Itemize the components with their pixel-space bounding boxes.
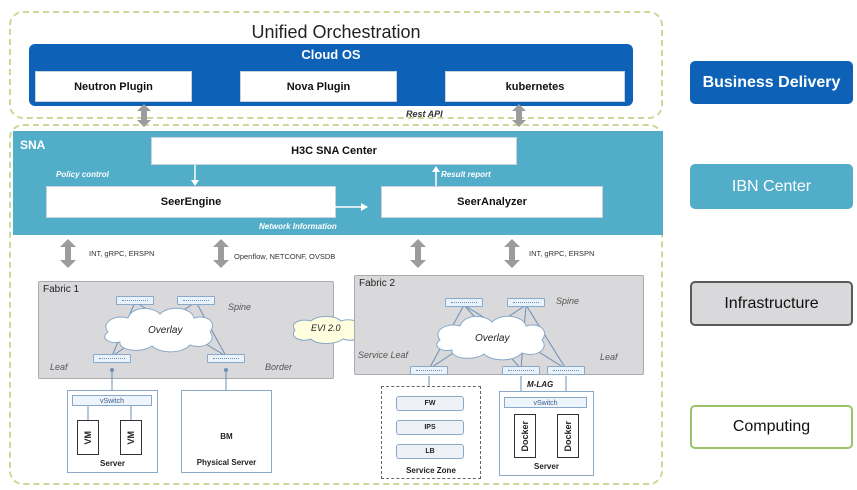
network-information-label: Network Information	[259, 222, 337, 231]
policy-arrow-head	[191, 180, 199, 186]
layer-business-delivery: Business Delivery	[690, 61, 853, 104]
nova-plugin-box: Nova Plugin	[240, 71, 397, 102]
layer-infrastructure: Infrastructure	[690, 281, 853, 326]
fabric1-spine-switch-1	[116, 296, 154, 305]
sna-flow-arrows	[191, 165, 440, 211]
kubernetes-box: kubernetes	[445, 71, 625, 102]
fabric2-spine-label: Spine	[556, 296, 580, 306]
fabric1-leaf-label: Leaf	[50, 362, 68, 372]
fabric2-leaf-label: Leaf	[600, 352, 618, 362]
server1-links	[87, 406, 132, 420]
layer-ibn-center: IBN Center	[690, 164, 853, 209]
mlag-label: M-LAG	[527, 380, 554, 389]
fabric2-topology	[428, 304, 567, 392]
seer-analyzer-box: SeerAnalyzer	[381, 186, 603, 218]
service-zone-lb: LB	[396, 444, 464, 459]
rest-arrow-left	[137, 104, 151, 127]
h3c-sna-center-box: H3C SNA Center	[151, 137, 517, 165]
server1-vm-2: VM	[120, 420, 142, 455]
server2-docker-2: Docker	[557, 414, 579, 458]
fabric1-leaf-switch	[93, 354, 131, 363]
neutron-plugin-box: Neutron Plugin	[35, 71, 192, 102]
fabric2-overlay-cloud	[436, 315, 546, 361]
fabric2-service-leaf-label: Service Leaf	[358, 350, 409, 360]
server2-vswitch: vSwitch	[504, 397, 587, 408]
fabric2-leaf-switch-1	[502, 366, 540, 375]
rest-arrow-right	[512, 104, 526, 127]
fabric1-overlay-label: Overlay	[148, 325, 183, 336]
service-zone-fw: FW	[396, 396, 464, 411]
server2-label: Server	[534, 462, 559, 471]
fabric2-title: Fabric 2	[359, 278, 396, 289]
result-report-label: Result report	[441, 170, 491, 179]
evi-label: EVI 2.0	[311, 323, 341, 333]
policy-control-label: Policy control	[56, 170, 109, 179]
protocol-label-right: INT, gRPC, ERSPN	[529, 249, 595, 258]
server2-docker-1: Docker	[514, 414, 536, 458]
proto-arrow-2	[213, 239, 229, 268]
bm-box	[181, 390, 272, 473]
server1-vswitch: vSwitch	[72, 395, 152, 406]
network-arrow-head	[361, 203, 368, 211]
seer-engine-box: SeerEngine	[46, 186, 336, 218]
protocol-label-left: INT, gRPC, ERSPN	[89, 249, 155, 258]
sna-frame	[9, 124, 663, 485]
fabric1-border-label: Border	[265, 362, 293, 372]
cloud-os-label: Cloud OS	[301, 47, 361, 62]
fabric2-leaf-switch-2	[547, 366, 585, 375]
fabric2-spine-switch-1	[445, 298, 483, 307]
fabric1-overlay-cloud	[104, 307, 214, 353]
service-zone-label: Service Zone	[406, 466, 456, 475]
fabric1-topology	[104, 301, 228, 398]
fabric1-spine-switch-2	[177, 296, 215, 305]
proto-arrow-3	[410, 239, 426, 268]
bm-label: Physical Server	[196, 458, 257, 467]
protocol-label-middle: Openflow, NETCONF, OVSDB	[234, 252, 336, 261]
fabric1-border-switch	[207, 354, 245, 363]
fabric2-overlay-label: Overlay	[475, 333, 510, 344]
orchestration-frame	[9, 11, 663, 119]
server1-vm-1: VM	[77, 420, 99, 455]
service-zone-box	[381, 386, 481, 479]
result-arrow-head	[432, 166, 440, 172]
fabric2-spine-switch-2	[507, 298, 545, 307]
service-zone-ips: IPS	[396, 420, 464, 435]
orchestration-title: Unified Orchestration	[251, 22, 421, 42]
fabric1-spine-label: Spine	[228, 302, 252, 312]
sna-label: SNA	[20, 138, 46, 152]
protocol-arrows	[60, 239, 520, 268]
fabric2-service-leaf-switch	[410, 366, 448, 375]
rest-api-arrows	[137, 104, 526, 127]
rest-api-label: Rest API	[406, 109, 443, 119]
bm-title: BM	[220, 432, 233, 441]
proto-arrow-4	[504, 239, 520, 268]
proto-arrow-1	[60, 239, 76, 268]
fabric1-title: Fabric 1	[43, 284, 80, 295]
server1-label: Server	[100, 459, 125, 468]
layer-computing: Computing	[690, 405, 853, 449]
